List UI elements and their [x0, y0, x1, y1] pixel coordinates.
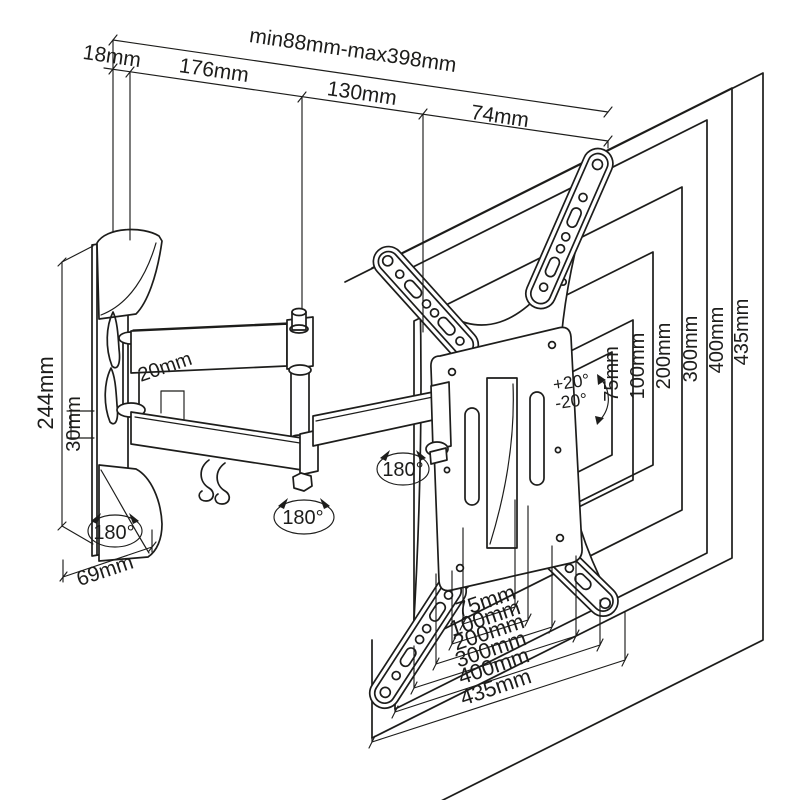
dim-line-base-depth — [62, 546, 153, 578]
dim-18mm-label: 18mm — [81, 41, 142, 72]
dim-74mm-label: 74mm — [469, 101, 530, 132]
swivel-elbow-callout: 180° — [273, 498, 335, 535]
tilt-down-label: -20° — [554, 389, 589, 413]
tilt-callout: +20° -20° — [552, 370, 609, 425]
tilt-arrow-arc — [599, 378, 609, 421]
hinge-bolt — [429, 447, 448, 465]
keyhole-slot — [106, 311, 121, 369]
swivel-wall-callout: 180° — [87, 513, 143, 548]
swivel-wall-label: 180° — [93, 522, 134, 544]
hex-nut — [292, 472, 313, 492]
vesa-right-435: 435mm — [731, 299, 753, 366]
vesa-right-300: 300mm — [680, 316, 702, 383]
dim-line-75 — [462, 606, 516, 625]
dim-244mm-label: 244mm — [33, 356, 58, 429]
dim-line-400 — [394, 644, 601, 713]
post-cap — [291, 307, 307, 317]
top-cover-fin — [96, 228, 163, 320]
swivel-elbow-label: 180° — [282, 507, 323, 529]
vesa-arm-lower-left — [368, 575, 468, 710]
dim-vesa-right: 75mm 100mm 200mm 300mm 400mm 435mm — [601, 299, 753, 402]
dim-line-segments — [103, 67, 609, 142]
dim-line-arm-step — [160, 390, 185, 420]
wall-plate — [91, 228, 163, 562]
vesa-plate — [430, 326, 583, 592]
vesa-arm-upper-right — [524, 147, 614, 310]
vesa-right-100: 100mm — [627, 333, 649, 400]
vesa-right-400: 400mm — [706, 307, 728, 374]
vesa-right-75: 75mm — [601, 346, 623, 402]
dim-130mm-label: 130mm — [326, 77, 399, 110]
bottom-cover-fin — [98, 464, 163, 562]
dim-line-435 — [371, 659, 626, 743]
dim-line-overall — [112, 39, 609, 113]
keyhole-slot — [104, 367, 119, 425]
cable-hooks — [198, 459, 231, 505]
dim-overall-label: min88mm-max398mm — [248, 24, 458, 77]
vesa-rect-300 — [413, 186, 683, 645]
swivel-plate-label: 180° — [382, 459, 423, 481]
dim-30mm-label: 30mm — [63, 396, 85, 452]
vesa-right-200: 200mm — [653, 323, 675, 390]
lower-arm — [130, 411, 319, 492]
extension-arm — [312, 381, 452, 465]
dim-line-200 — [435, 626, 553, 665]
dim-line-100 — [451, 619, 529, 645]
swivel-plate-callout: 180° — [376, 450, 430, 486]
elbow-post — [288, 307, 312, 446]
tilt-hinge — [430, 381, 452, 451]
dim-176mm-label: 176mm — [178, 54, 251, 87]
dim-line-300 — [413, 635, 577, 689]
